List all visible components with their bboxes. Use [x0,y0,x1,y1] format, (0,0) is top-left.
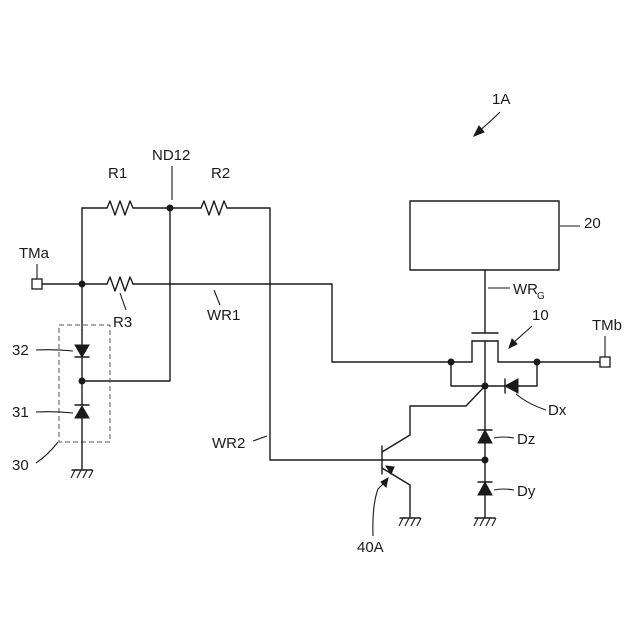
label-dy: Dy [517,483,536,500]
label-31: 31 [12,404,29,421]
leader-30 [36,442,58,463]
diode-32-body [75,345,89,357]
label-20: 20 [584,215,601,232]
r3-leader [120,293,126,310]
label-nd12: ND12 [152,147,190,164]
leader-40a [373,482,385,536]
label-r1: R1 [108,165,127,182]
resistor-r1 [107,201,133,215]
diode-dz-body [478,430,492,443]
node-clamp-mid [79,378,86,385]
label-r2: R2 [211,165,230,182]
label-tmb: TMb [592,317,622,334]
wire-dx-right [518,362,537,386]
diode-dx-body [505,379,518,393]
leader-dy [494,489,514,490]
wire-wr2-vertical [227,208,270,460]
block-20 [410,201,559,270]
terminal-tmb [600,357,610,367]
ground-dy-hatch [474,518,496,526]
label-40a: 40A [357,539,384,556]
label-wrg: WR [513,281,538,298]
ground-40a-hatch [399,518,421,526]
wire-nd12-to-clamp [82,208,170,381]
wire-wr1 [133,284,472,362]
label-10: 10 [532,307,549,324]
terminal-tma [32,279,42,289]
label-r3: R3 [113,314,132,331]
label-wr1: WR1 [207,307,240,324]
leader-dz [494,437,514,438]
resistor-r2 [201,201,227,215]
label-1a: 1A [492,91,510,108]
node-tma [79,281,86,288]
label-dz: Dz [517,431,535,448]
wr1-leader [214,290,220,305]
wire-dx-left [451,362,505,386]
resistor-r3 [107,277,133,291]
leader-32 [36,350,73,351]
label-dx: Dx [548,402,567,419]
wire-emitter-ground [382,468,410,518]
label-wrg-sub: G [537,291,545,302]
clamp-circuit-30-box [59,325,110,442]
wire-collector-to-body [382,386,485,452]
diode-31-body [75,406,89,418]
label-wr2: WR2 [212,435,245,452]
leader-31 [36,412,73,413]
label-tma: TMa [19,245,50,262]
bjt-40a-emitter-arrow [386,466,394,474]
diode-dy-body [478,482,492,495]
ground-left-hatch [71,470,93,478]
wr2-leader [253,436,267,441]
label-32: 32 [12,342,29,359]
leader-dx [516,394,546,410]
label-30: 30 [12,457,29,474]
